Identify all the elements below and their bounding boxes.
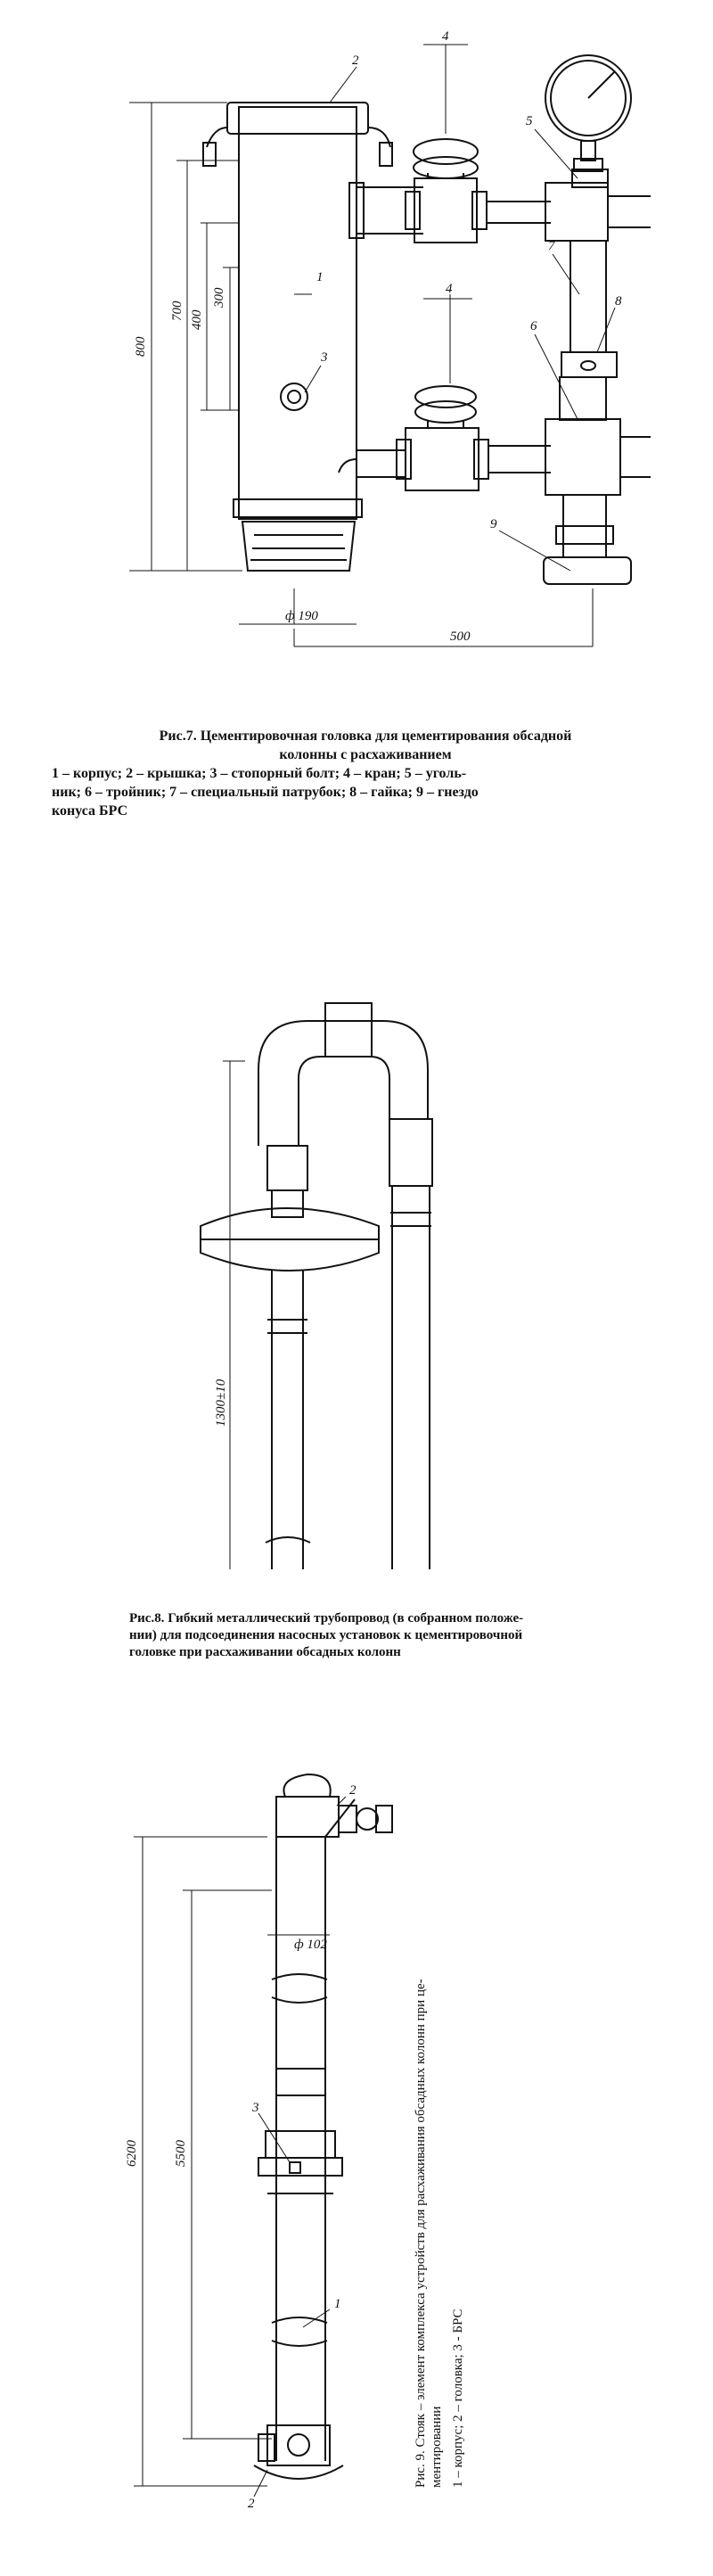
fig7-callout-7: 7 [548,239,556,253]
fig7-valve-lower [405,427,479,491]
fig7-callout-3: 3 [320,350,328,365]
fig7-nut [561,351,618,378]
fig8-caption-line-2: нии) для подсоединения насосных установо… [129,1628,523,1642]
fig7-callout-4b: 4 [446,282,453,296]
fig7-dimensions: 800 700 400 300 ф 190 500 [134,287,471,644]
fig7-dim-800: 800 [134,336,148,357]
fig7-dim-400: 400 [190,309,204,330]
fig7-callout-6: 6 [530,319,537,333]
fig7-callout-8: 8 [615,294,622,309]
fig8-top-elbow [258,1020,429,1146]
fig7-tee [545,418,621,496]
fig7-caption: Рис.7. Цементировочная головка для цемен… [45,727,686,820]
fig7-legend-line-2: ник; 6 – тройник; 7 – специальный патруб… [52,785,479,800]
fig9-caption [374,2060,677,2095]
fig9-dim-6200: 6200 [125,2140,139,2168]
fig7-lid [226,102,369,135]
fig7-legend-line-1: 1 – корпус; 2 – крышка; 3 – стопорный бо… [52,766,467,781]
fig7-legend-line-3: конуса БРС [52,803,128,819]
fig9-callout-1: 1 [334,2297,341,2311]
fig7-title-line-1: Рис.7. Цементировочная головка для цемен… [159,728,572,744]
fig7-drawing: 2 4 5 7 8 6 4 1 3 9 800 700 400 300 ф 19… [129,29,651,647]
fig8-dim-1300: 1300±10 [214,1379,228,1427]
fig7-dim-300: 300 [212,287,226,309]
fig9-drawing: 2 3 1 2 6200 5500 ф 102 [125,1773,393,2511]
fig8-handwheel [200,1207,380,1272]
fig9-callout-2-top: 2 [349,1783,356,1798]
fig8-drawing: 1300±10 [200,1002,433,1569]
fig7-callout-9: 9 [490,517,497,531]
fig7-callout-5: 5 [526,114,533,128]
fig9-callout-3: 3 [251,2101,259,2115]
fig7-valve-upper [414,177,478,243]
fig9-callout-2-bottom: 2 [248,2497,255,2511]
fig9-head-bottom [266,2424,331,2466]
fig7-cone [241,521,356,572]
fig7-dim-diameter: ф 190 [285,609,318,623]
fig7-callouts: 2 4 5 7 8 6 4 1 3 9 [316,29,622,531]
fig7-callout-4a: 4 [442,29,449,44]
fig7-dim-500: 500 [450,630,471,644]
fig8-caption-line-3: головке при расхаживании обсадных колонн [129,1645,401,1659]
fig7-body [238,106,357,520]
fig8-caption-line-1: Рис.8. Гибкий металлический трубопровод … [129,1611,524,1625]
fig9-dim-diameter: ф 102 [294,1938,327,1952]
fig7-stop-bolt [280,383,308,411]
fig8-caption: Рис.8. Гибкий металлический трубопровод … [129,1610,628,1661]
fig7-callout-1: 1 [316,270,324,284]
fig7-callout-2: 2 [352,53,359,68]
fig7-elbow [545,182,609,242]
fig9-dim-5500: 5500 [174,2140,188,2168]
fig9-body [275,1837,326,2278]
fig7-title-line-2: колонны с расхаживанием [279,747,452,762]
fig7-dim-700: 700 [170,300,184,321]
fig7-socket [543,556,632,585]
